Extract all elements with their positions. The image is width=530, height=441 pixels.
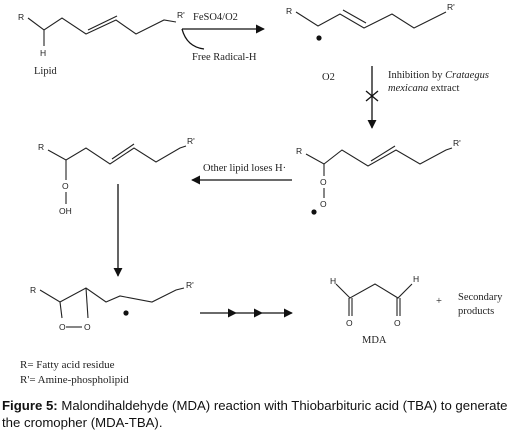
lipid-h-label: H — [40, 48, 46, 58]
lipid-r-label: R — [18, 12, 24, 22]
mda-chain — [335, 283, 413, 299]
endoperoxide-o1: O — [59, 322, 66, 332]
hydroperoxide-chain — [47, 145, 187, 165]
peroxyl-o1: O — [320, 177, 327, 187]
legend-rprime: R'= Amine-phospholipid — [20, 374, 129, 386]
radical1-double-bond — [342, 9, 367, 24]
step1-side-arrow — [181, 28, 205, 50]
endoperoxide-dot — [123, 310, 129, 316]
peroxyl-rprime-label: R' — [453, 138, 461, 148]
radical1-dot — [316, 35, 322, 41]
lipid-double-bond — [87, 15, 118, 31]
hydroperoxide-rprime-label: R' — [187, 136, 195, 146]
endoperoxide-rprime-label: R' — [186, 280, 194, 290]
step2: O2 Inhibition by Crataegus mexicana extr… — [322, 66, 489, 129]
figure-caption: Figure 5: Malondihaldehyde (MDA) reactio… — [2, 397, 528, 431]
hydroperoxide-double-bond — [111, 143, 135, 160]
mda-h2: H — [413, 274, 419, 284]
endoperoxide-chain — [39, 287, 185, 303]
step2-reagent: O2 — [322, 72, 335, 83]
lipid-rprime-label: R' — [177, 10, 185, 20]
endoperoxide-o2: O — [84, 322, 91, 332]
peroxyl-r-label: R — [296, 146, 302, 156]
step1-byproduct: Free Radical-H — [192, 52, 257, 63]
peroxyl-dot — [311, 209, 317, 215]
mda-h1: H — [330, 276, 336, 286]
radical1-rprime-label: R' — [447, 2, 455, 12]
step3-label: Other lipid loses H· — [203, 163, 286, 174]
step1: FeSO4/O2 Free Radical-H — [181, 12, 265, 63]
endoperoxide-ring-left — [59, 301, 63, 319]
legend: R= Fatty acid residue R'= Amine-phosphol… — [20, 358, 129, 388]
hydroperoxide-o: O — [62, 181, 69, 191]
secondary-products-line2: products — [458, 306, 494, 317]
hydroperoxide-r-label: R — [38, 142, 44, 152]
step2-cross-2 — [365, 90, 379, 102]
hydroperoxide-oh: OH — [59, 206, 72, 216]
endoperoxide-ring-right — [85, 287, 89, 319]
step1-reagent: FeSO4/O2 — [193, 12, 238, 23]
mda-plus: + — [436, 296, 442, 307]
peroxyl-chain — [305, 147, 453, 167]
step2-inhibitor: mexicana extract — [388, 83, 460, 94]
hydroperoxide: R R' O OH — [38, 136, 195, 216]
radical1-chain — [295, 11, 447, 29]
mda-o1: O — [346, 318, 353, 328]
mda-molecule: H H O O MDA + Secondary products — [330, 274, 503, 346]
step3: Other lipid loses H· — [191, 163, 292, 185]
endoperoxide: R O O R' — [30, 280, 194, 332]
radical1-r-label: R — [286, 6, 292, 16]
mda-name: MDA — [362, 335, 387, 346]
legend-r: R= Fatty acid residue — [20, 359, 115, 371]
lipid-radical: R R' — [286, 2, 455, 41]
caption-text: Malondihaldehyde (MDA) reaction with Thi… — [2, 398, 508, 430]
step2-inhibition: Inhibition by Crataegus — [388, 70, 489, 81]
peroxyl-o2: O — [320, 199, 327, 209]
lipid-name: Lipid — [34, 66, 57, 77]
lipid-molecule: R R' H Lipid — [18, 10, 185, 77]
mda-o2: O — [394, 318, 401, 328]
caption-label: Figure 5: — [2, 398, 58, 413]
secondary-products-line1: Secondary — [458, 292, 503, 303]
peroxyl-radical: R R' O O — [296, 138, 461, 215]
peroxyl-double-bond — [370, 145, 396, 162]
endoperoxide-r-label: R — [30, 285, 36, 295]
lipid-chain — [27, 17, 177, 35]
